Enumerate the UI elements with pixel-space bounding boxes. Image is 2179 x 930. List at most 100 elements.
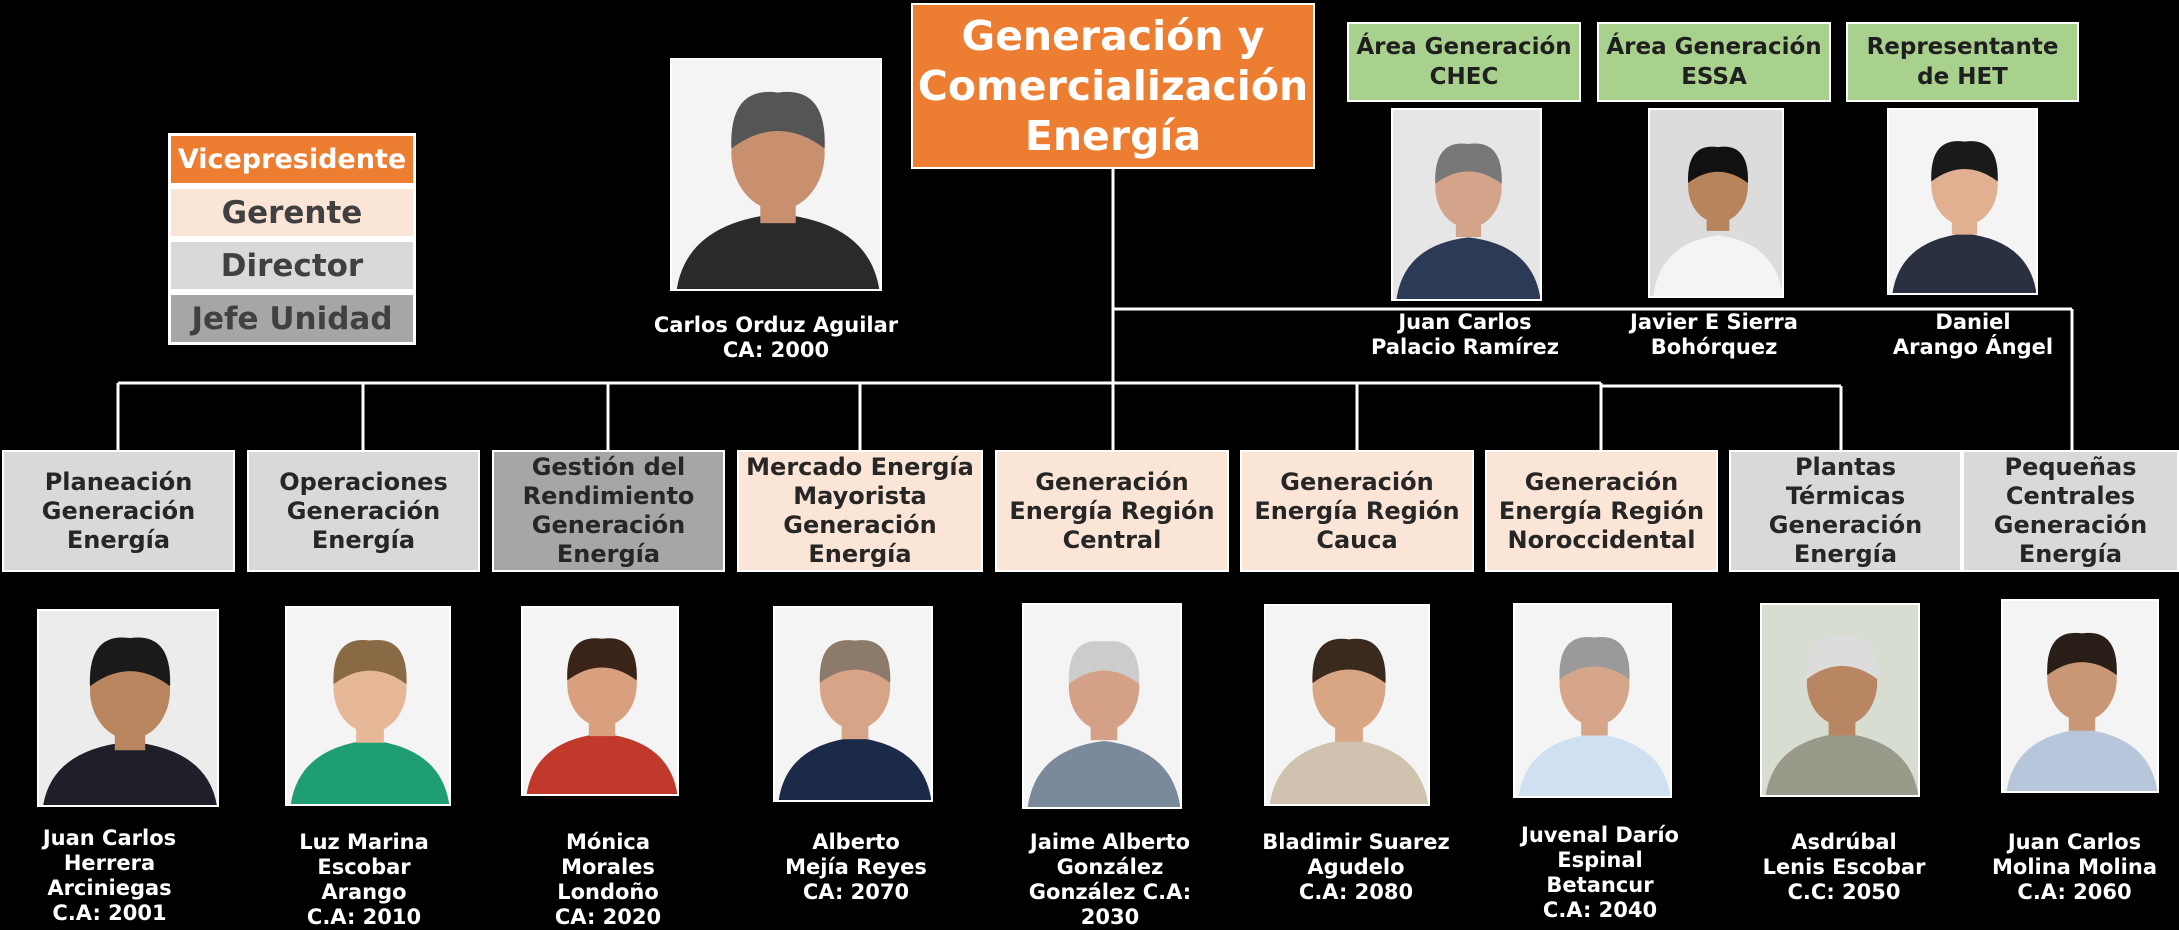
department-head-photo: [521, 606, 679, 796]
portrait-silhouette: [1515, 605, 1670, 796]
department-head-name-line: Juan Carlos: [42, 826, 177, 850]
root-title-line: Comercialización: [917, 62, 1309, 110]
vp-code: CA: 2000: [722, 338, 830, 362]
department-title-line: Generación: [41, 496, 196, 525]
department-head-name-line: CA: 2070: [802, 880, 910, 904]
department-title-line: Generación: [783, 511, 937, 539]
department-title-line: Energía: [66, 525, 171, 554]
department-title-line: Planeación: [44, 467, 193, 496]
area-name-line: Daniel: [1935, 310, 2011, 334]
department-title-line: Energía: [556, 540, 661, 568]
root-node-box: Generación y Comercialización Energía: [911, 3, 1315, 169]
department-title-line: Gestión del: [531, 453, 686, 481]
department-title-line: Generación: [1035, 467, 1189, 496]
department-head-name-line: Agudelo: [1307, 855, 1405, 879]
department-head-name-line: Luz Marina: [299, 830, 429, 854]
department-head-photo: [1513, 603, 1672, 798]
root-title-line: Generación y: [961, 12, 1265, 60]
department-head-photo: [2001, 599, 2159, 793]
department-head-photo: [1760, 603, 1920, 797]
department-title-line: Generación: [1993, 511, 2148, 539]
legend-gerente: Gerente: [168, 186, 416, 239]
department-title-line: Energía: [2018, 540, 2123, 568]
portrait-silhouette: [523, 608, 677, 794]
department-head-name-line: 2030: [1080, 905, 1140, 929]
legend-director: Director: [168, 239, 416, 292]
area-name-line: Palacio Ramírez: [1371, 335, 1559, 359]
vp-photo: [670, 58, 882, 291]
portrait-silhouette: [1393, 110, 1540, 299]
department-title-line: Térmicas: [1785, 482, 1906, 510]
department-head-name-line: Espinal: [1557, 848, 1643, 872]
department-title-line: Generación: [1280, 467, 1434, 496]
legend-vicepresidente: Vicepresidente: [168, 133, 416, 186]
department-head-name-line: Molina Molina: [1992, 855, 2157, 879]
department-title-line: Generación: [1524, 467, 1679, 496]
area-essa-name: Javier E Sierra Bohórquez: [1603, 310, 1825, 360]
department-title-line: Energía Región: [1498, 496, 1705, 525]
department-title-line: Noroccidental: [1507, 525, 1696, 554]
department-head-name-line: C.A: 2010: [306, 905, 422, 929]
department-title-line: Energía: [808, 540, 912, 568]
area-het-photo: [1887, 108, 2038, 295]
department-head-name-line: Londoño: [557, 880, 659, 904]
department-head-name-line: Mónica: [565, 830, 651, 854]
department-title-line: Generación: [1768, 511, 1923, 539]
department-title-line: Generación: [286, 496, 441, 525]
department-title-line: Mayorista: [793, 482, 927, 510]
portrait-silhouette: [1762, 605, 1918, 795]
department-head-name-line: Escobar: [317, 855, 411, 879]
department-head-name-line: Mejía Reyes: [785, 855, 927, 879]
department-head-name-line: C.A: 2001: [52, 901, 167, 925]
department-title-line: Energía Región: [1009, 496, 1215, 525]
area-title-line: Área Generación: [1356, 34, 1572, 60]
department-head-photo: [1264, 604, 1430, 806]
area-het-name: Daniel Arango Ángel: [1862, 310, 2084, 360]
department-head-name-line: Arciniegas: [47, 876, 172, 900]
department-head-name-line: CA: 2020: [554, 905, 662, 929]
department-title-line: Central: [1062, 525, 1162, 554]
department-head-name-line: Juvenal Darío: [1521, 823, 1679, 847]
area-title-line: ESSA: [1681, 64, 1747, 90]
legend-label: Vicepresidente: [177, 144, 407, 175]
department-title-line: Plantas: [1794, 453, 1897, 481]
department-head-name-line: Betancur: [1546, 873, 1654, 897]
department-head-name-line: Bladimir Suarez: [1262, 830, 1450, 854]
department-head-name-line: Morales: [561, 855, 655, 879]
department-title-line: Operaciones: [279, 467, 448, 496]
department-title-line: Pequeñas: [2004, 453, 2137, 481]
area-chec-box: Área Generación CHEC: [1347, 22, 1581, 102]
department-title-line: Rendimiento: [522, 482, 695, 510]
department-title-line: Energía: [311, 525, 416, 554]
area-chec-name: Juan Carlos Palacio Ramírez: [1354, 310, 1576, 360]
area-title-line: Área Generación: [1606, 34, 1822, 60]
department-head-name-line: Arango: [321, 880, 407, 904]
department-head-name-line: Lenis Escobar: [1762, 855, 1926, 879]
department-head-photo: [773, 606, 933, 802]
area-name-line: Arango Ángel: [1892, 335, 2054, 359]
department-head-name-line: Asdrúbal: [1791, 830, 1897, 854]
department-head-name-line: González C.A:: [1028, 880, 1192, 904]
area-essa-photo: [1648, 108, 1784, 298]
department-head-name-line: C.A: 2080: [1298, 880, 1414, 904]
department-head-photo: [285, 606, 451, 806]
area-essa-box: Área Generación ESSA: [1597, 22, 1831, 102]
department-title-line: Energía: [1793, 540, 1898, 568]
vp-name: Carlos Orduz Aguilar: [653, 313, 899, 337]
department-head-name-line: Alberto: [812, 830, 900, 854]
portrait-silhouette: [775, 608, 931, 800]
legend-jefe-unidad: Jefe Unidad: [168, 292, 416, 345]
